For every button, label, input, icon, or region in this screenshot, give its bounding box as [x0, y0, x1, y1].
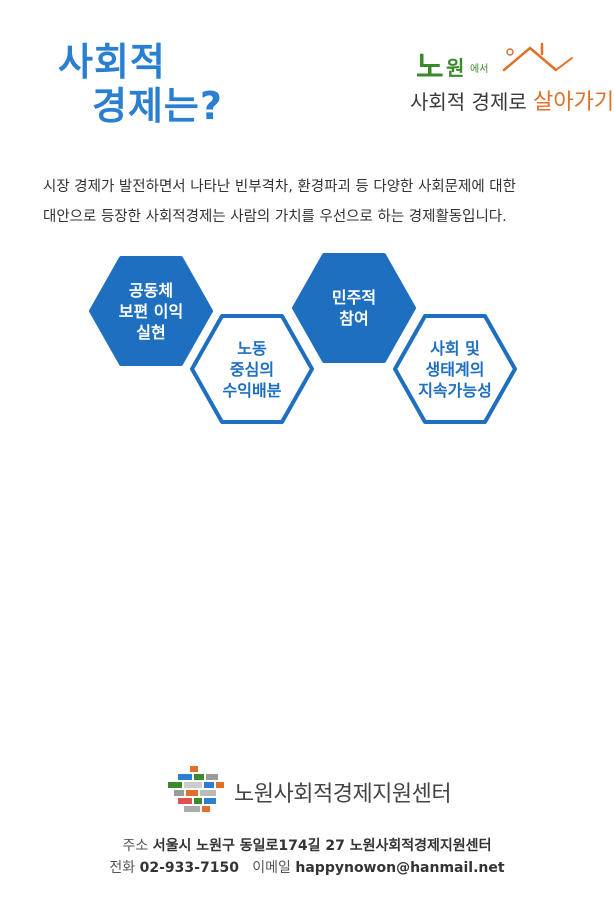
mosaic-logo-icon	[168, 766, 224, 812]
brand-eseo: 에서	[470, 64, 489, 75]
email-label: 이메일	[252, 860, 291, 876]
hex-label: 공동체 보편 이익 실현	[118, 280, 184, 342]
address-label: 주소	[122, 838, 149, 854]
hexagon-shape	[89, 256, 213, 366]
hex-label: 사회 및 생태계의 지속가능성	[418, 338, 492, 400]
brand-slogan-logo: 노 원 에서 사회적 경제로 살아가기	[408, 40, 614, 120]
phone-label: 전화	[109, 860, 136, 876]
address-value: 서울시 노원구 동일로174길 27 노원사회적경제지원센터	[152, 838, 492, 854]
brand-slogan-accent: 살아가기	[533, 90, 614, 115]
brand-slogan-line: 사회적 경제로 살아가기	[410, 84, 614, 116]
org-logo: 노원사회적경제지원센터	[168, 764, 452, 820]
brand-no: 노	[416, 50, 444, 85]
phone-value[interactable]: 02-933-7150	[139, 860, 239, 876]
hex-sustainability: 사회 및 생태계의 지속가능성	[391, 313, 519, 425]
hexagon-shape	[393, 314, 517, 424]
hex-labor-centered: 노동 중심의 수익배분	[188, 313, 316, 425]
hex-label: 민주적 참여	[331, 288, 377, 328]
hex-democratic-participation: 민주적 참여	[290, 252, 418, 364]
contact-line: 전화 02-933-7150 이메일 happynowon@hanmail.ne…	[0, 857, 614, 877]
org-name: 노원사회적경제지원센터	[234, 782, 452, 807]
address-line: 주소 서울시 노원구 동일로174길 27 노원사회적경제지원센터	[0, 835, 614, 855]
house-roof-icon	[502, 42, 573, 72]
title-line-1: 사회적	[58, 40, 166, 84]
title-line-2: 경제는?	[92, 84, 223, 128]
brand-slogan-prefix: 사회적 경제로	[410, 90, 534, 114]
email-value[interactable]: happynowon@hanmail.net	[295, 860, 505, 876]
hexagon-shape	[190, 314, 314, 424]
hex-label: 노동 중심의 수익배분	[222, 338, 282, 400]
intro-line-2: 대안으로 등장한 사회적경제는 사람의 가치를 우선으로 하는 경제활동입니다.	[43, 209, 507, 225]
page-title: 사회적 경제는?	[52, 40, 223, 128]
brand-won: 원	[446, 56, 465, 80]
hex-community-benefit: 공동체 보편 이익 실현	[87, 255, 215, 367]
intro-text: 시장 경제가 발전하면서 나타난 빈부격차, 환경파괴 등 다양한 사회문제에 …	[43, 172, 583, 232]
hexagon-shape	[292, 253, 416, 363]
intro-line-1: 시장 경제가 발전하면서 나타난 빈부격차, 환경파괴 등 다양한 사회문제에 …	[43, 179, 516, 195]
